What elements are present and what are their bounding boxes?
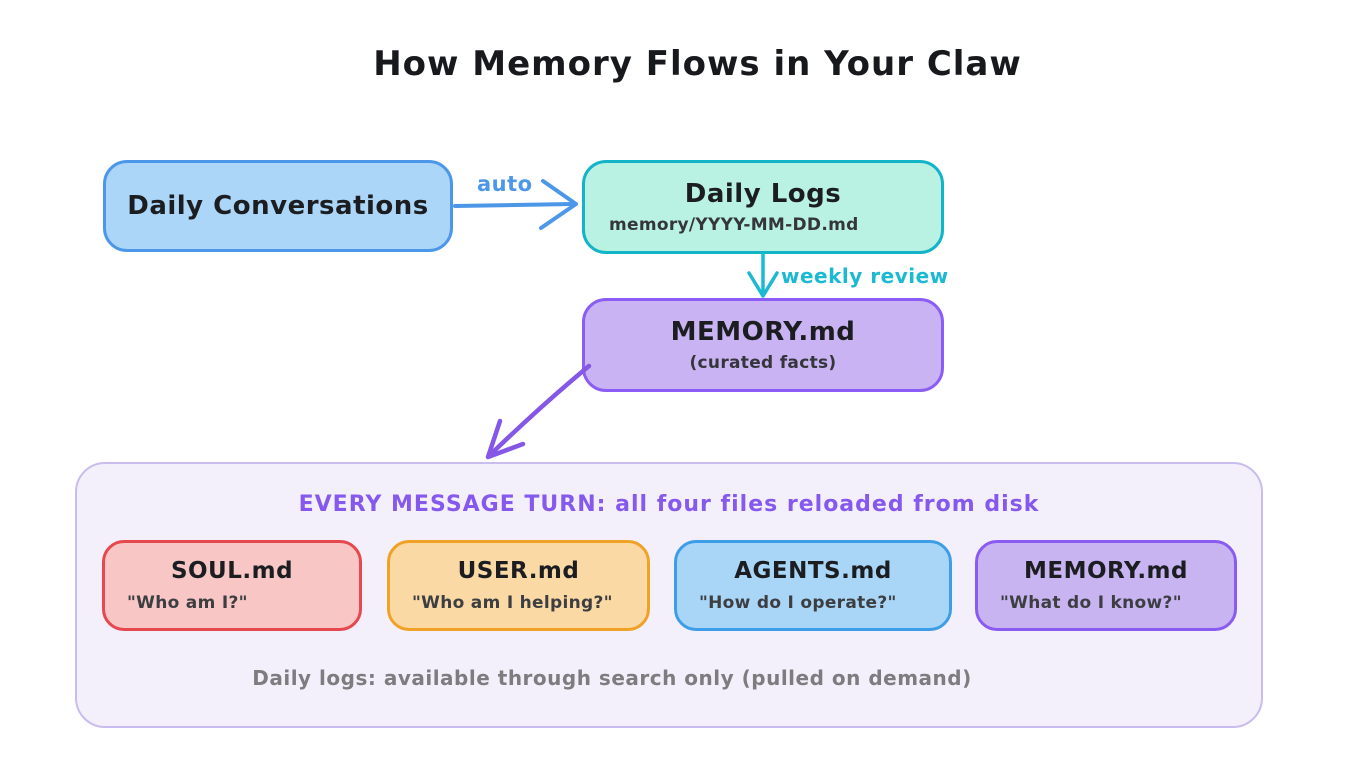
- file-node-user-question: "Who am I helping?": [412, 593, 613, 613]
- file-node-user-name: USER.md: [457, 558, 580, 584]
- node-daily-logs-label: Daily Logs: [684, 179, 842, 209]
- reload-panel-header: EVERY MESSAGE TURN: all four files reloa…: [298, 492, 1040, 517]
- file-node-memory-question: "What do I know?": [1000, 593, 1182, 613]
- file-node-agents-question: "How do I operate?": [699, 593, 897, 613]
- arrow-label-auto: auto: [477, 172, 533, 196]
- arrow-reload: [485, 363, 592, 460]
- file-node-memory-name: MEMORY.md: [1023, 558, 1188, 584]
- file-node-soul: SOUL.md "Who am I?": [102, 540, 362, 631]
- node-memory-curated-label: MEMORY.md: [670, 317, 856, 347]
- file-node-agents-name: AGENTS.md: [734, 558, 892, 584]
- node-memory-curated: MEMORY.md (curated facts): [582, 298, 944, 392]
- arrow-weekly-review: [747, 253, 779, 298]
- file-node-user: USER.md "Who am I helping?": [387, 540, 650, 631]
- node-daily-conversations: Daily Conversations: [103, 160, 453, 252]
- reload-panel: EVERY MESSAGE TURN: all four files reloa…: [75, 462, 1263, 728]
- file-node-soul-name: SOUL.md: [170, 558, 294, 584]
- file-node-memory: MEMORY.md "What do I know?": [975, 540, 1237, 631]
- file-node-agents: AGENTS.md "How do I operate?": [674, 540, 952, 631]
- node-memory-curated-sublabel: (curated facts): [689, 353, 837, 373]
- node-daily-conversations-label: Daily Conversations: [127, 191, 429, 221]
- page-title: How Memory Flows in Your Claw: [373, 44, 1022, 84]
- file-node-soul-question: "Who am I?": [127, 593, 248, 613]
- node-daily-logs: Daily Logs memory/YYYY-MM-DD.md: [582, 160, 944, 254]
- arrow-label-weekly-review: weekly review: [781, 264, 949, 288]
- reload-panel-note: Daily logs: available through search onl…: [252, 666, 972, 690]
- node-daily-logs-path: memory/YYYY-MM-DD.md: [609, 215, 859, 235]
